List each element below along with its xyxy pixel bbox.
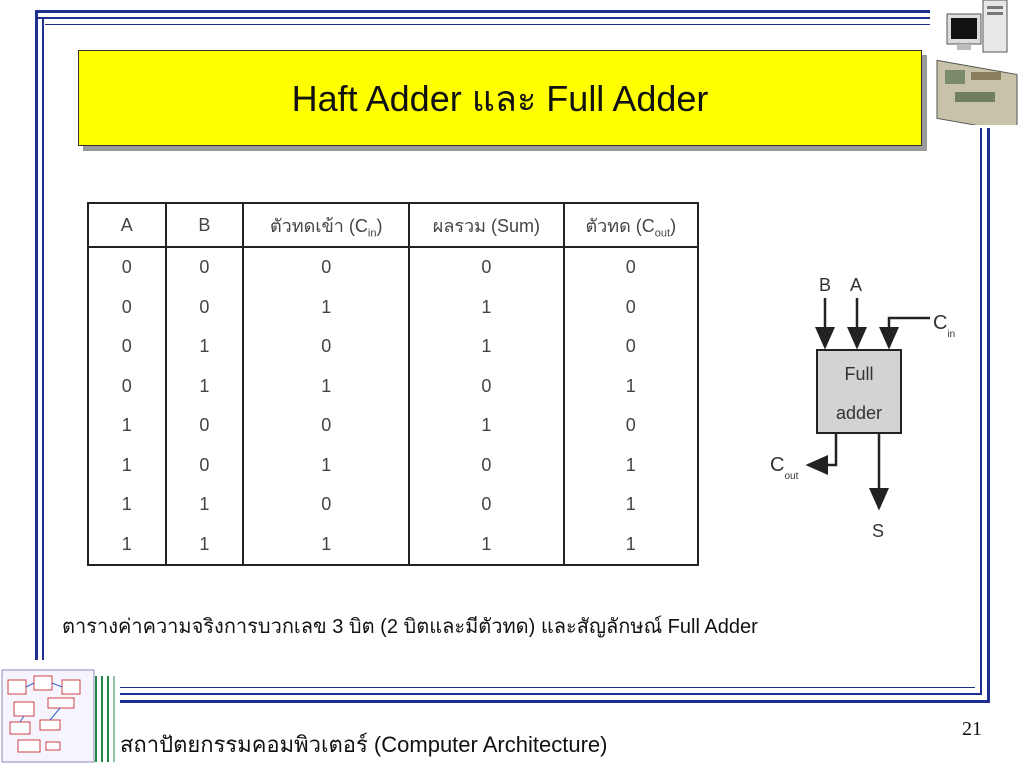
cell-cin: 1	[243, 366, 411, 406]
cell-cin: 0	[243, 485, 411, 525]
frame-bottom-line-3	[120, 687, 975, 688]
cell-b: 0	[165, 445, 245, 485]
frame-top-line-1	[35, 10, 930, 13]
block-label-line1: Full	[844, 364, 873, 384]
header-sum: ผลรวม (Sum)	[409, 203, 565, 248]
cin-arrow	[879, 316, 930, 350]
cell-sum: 0	[409, 247, 565, 288]
frame-bottom-line-1	[120, 700, 990, 703]
cell-a: 1	[88, 485, 167, 525]
frame-top-line-3	[45, 24, 930, 25]
cell-cin: 0	[243, 406, 411, 446]
cell-b: 1	[165, 524, 245, 565]
page-number: 21	[962, 718, 982, 740]
block-label-line2: adder	[836, 403, 882, 423]
cell-a: 0	[88, 247, 167, 288]
cell-a: 0	[88, 327, 167, 367]
cell-cin: 0	[243, 327, 411, 367]
cell-b: 0	[165, 287, 245, 327]
frame-top-line-2	[35, 17, 930, 19]
cin-label: Cin	[933, 312, 955, 340]
cout-label: Cout	[770, 454, 799, 482]
table-row: 0 0 0 0 0	[88, 247, 698, 288]
cell-sum: 1	[409, 327, 565, 367]
table-row: 0 1 1 0 1	[88, 366, 698, 406]
table-header-row: A B ตัวทดเข้า (Cin) ผลรวม (Sum) ตัวทด (C…	[88, 203, 698, 248]
cell-b: 1	[165, 485, 245, 525]
full-adder-diagram: B A Cin Full adder Cout S	[770, 275, 955, 541]
header-b: B	[165, 203, 245, 248]
frame-right-line-2	[980, 128, 982, 693]
header-a: A	[88, 203, 167, 248]
frame-left-line-2	[42, 17, 44, 660]
table-row: 1 1 1 1 1	[88, 524, 698, 565]
cell-b: 1	[165, 366, 245, 406]
cell-cin: 1	[243, 287, 411, 327]
computer-illustration-icon	[936, 0, 1018, 125]
cell-sum: 1	[409, 524, 565, 565]
full-adder-block	[816, 349, 902, 434]
cell-a: 1	[88, 524, 167, 565]
table-row: 1 0 0 1 0	[88, 406, 698, 446]
architecture-logo-icon	[1, 669, 115, 763]
header-cout: ตัวทด (Cout)	[563, 203, 698, 248]
cell-cout: 0	[625, 257, 636, 278]
header-cin: ตัวทดเข้า (Cin)	[243, 203, 411, 248]
sum-label: S	[872, 521, 884, 541]
table-row: 0 0 1 1 0	[88, 287, 698, 327]
cell-a: 1	[88, 406, 167, 446]
cell-cin: 0	[243, 247, 411, 288]
cell-cout: 1	[625, 454, 636, 475]
page-title: Haft Adder และ Full Adder	[291, 77, 709, 119]
input-a-label: A	[850, 275, 862, 295]
frame-right-line-1	[987, 128, 990, 700]
cell-a: 1	[88, 445, 167, 485]
truth-table-container: A B ตัวทดเข้า (Cin) ผลรวม (Sum) ตัวทด (C…	[87, 202, 699, 566]
cell-a: 0	[88, 366, 167, 406]
cell-cout: 0	[625, 296, 636, 317]
table-row: 0 1 0 1 0	[88, 327, 698, 367]
table-row: 1 0 1 0 1	[88, 445, 698, 485]
cell-sum: 1	[409, 287, 565, 327]
cell-sum: 0	[409, 366, 565, 406]
cell-sum: 0	[409, 485, 565, 525]
figure-caption: ตารางค่าความจริงการบวกเลข 3 บิต (2 บิตแล…	[62, 616, 758, 638]
truth-table: A B ตัวทดเข้า (Cin) ผลรวม (Sum) ตัวทด (C…	[87, 202, 699, 566]
cell-b: 0	[165, 406, 245, 446]
table-row: 1 1 0 0 1	[88, 485, 698, 525]
cell-cout: 1	[625, 375, 636, 396]
cell-cout: 1	[625, 494, 636, 515]
cell-sum: 0	[409, 445, 565, 485]
cell-b: 0	[165, 247, 245, 288]
cell-sum: 1	[409, 406, 565, 446]
cell-cout: 0	[625, 415, 636, 436]
frame-left-line-1	[35, 10, 38, 660]
title-box: Haft Adder และ Full Adder	[78, 50, 922, 146]
frame-bottom-line-2	[120, 693, 982, 695]
footer-course-title: สถาปัตยกรรมคอมพิวเตอร์ (Computer Archite…	[120, 732, 608, 757]
cell-cin: 1	[243, 524, 411, 565]
cell-cout: 1	[625, 533, 636, 554]
cell-cin: 1	[243, 445, 411, 485]
cell-b: 1	[165, 327, 245, 367]
cell-a: 0	[88, 287, 167, 327]
cout-arrow	[805, 433, 838, 475]
input-b-label: B	[819, 275, 831, 295]
cell-cout: 0	[625, 336, 636, 357]
